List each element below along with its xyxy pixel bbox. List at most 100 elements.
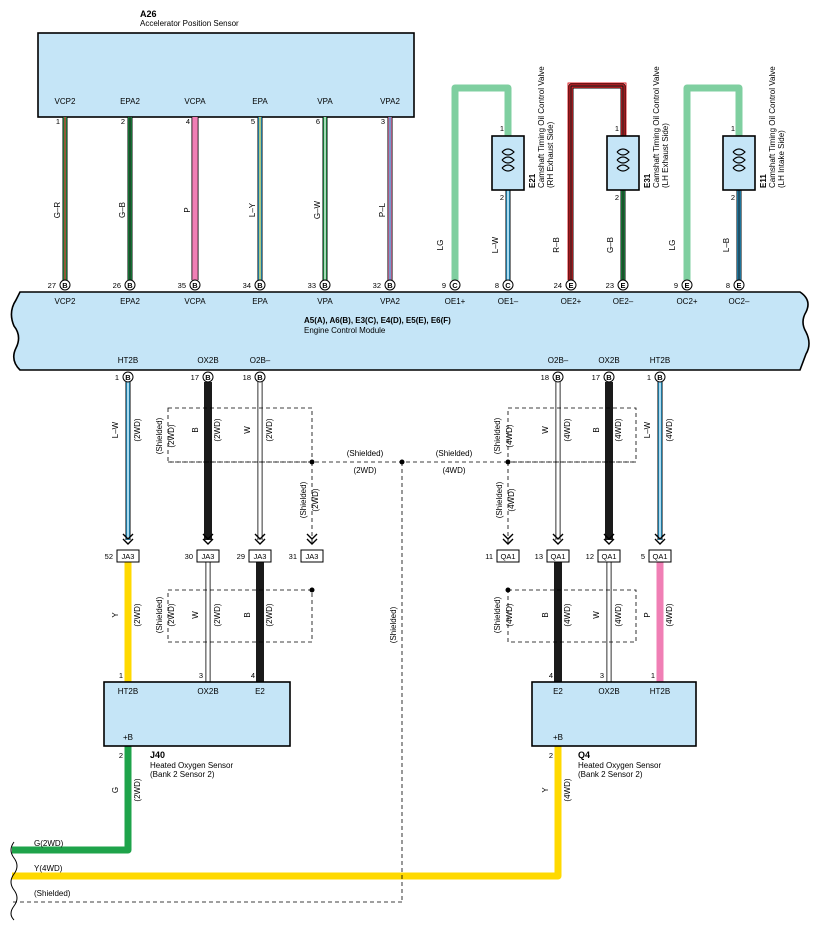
connector-chevron-icon xyxy=(306,533,318,545)
lower-left-note: (2WD) xyxy=(213,603,222,626)
ja3-pin: 29 xyxy=(237,552,245,561)
ecm-pin-oc2p xyxy=(681,279,693,291)
valve-pin2: 2 xyxy=(731,193,735,202)
upper-right-note: (4WD) xyxy=(665,418,674,441)
heated-oxygen-sensor-q4: Q4 Heated Oxygen Sensor (Bank 2 Sensor 2… xyxy=(531,681,697,779)
a26-box xyxy=(37,32,415,118)
ecm-terminal-label: OC2+ xyxy=(676,297,697,306)
ecm-bottom-label: OX2B xyxy=(598,356,619,365)
upper-right-wire-label: L–W xyxy=(643,421,652,438)
a26-terminal-epa2: EPA2 xyxy=(120,97,140,106)
ecm-pin-vpa2 xyxy=(384,279,396,291)
lower-right-note: (4WD) xyxy=(614,603,623,626)
valve-name: Camshaft Timing Oil Control Valve xyxy=(537,66,546,188)
ecm-pin-vpa-letter: B xyxy=(322,281,328,290)
ecm-pin-oe2p-letter: E xyxy=(568,281,573,290)
upper-left-wire-label: B xyxy=(191,427,200,432)
connector-chevron-icon xyxy=(552,533,564,545)
wire-label-vpa: G–W xyxy=(313,200,322,219)
ecm-pin-oe1m-letter: C xyxy=(505,281,511,290)
ecm-bottom-pin-2-letter: B xyxy=(257,373,263,382)
harness-break xyxy=(10,841,18,921)
wire-feed-g xyxy=(12,746,132,854)
shield-bus-left-text: (Shielded) xyxy=(347,449,384,458)
wire-valve-in-2 xyxy=(683,84,743,280)
valve-side: (LH Exhaust Side) xyxy=(661,123,670,188)
ecm-pin-num: 24 xyxy=(554,281,562,290)
ecm-pin-epa2-letter: B xyxy=(127,281,133,290)
ecm-pin-vcp2-letter: B xyxy=(62,281,68,290)
ecm-terminal-label: OE1+ xyxy=(445,297,466,306)
a26-pin-5: 5 xyxy=(251,117,255,126)
ecm-bottom-label: O2B– xyxy=(250,356,271,365)
ecm-pin-num: 9 xyxy=(442,281,446,290)
ecm-terminal-label: VCPA xyxy=(184,297,206,306)
q4-feed-wire-label: Y xyxy=(541,787,550,793)
valve-pin1: 1 xyxy=(615,124,619,133)
shield-junction-right-lower xyxy=(505,587,511,593)
upper-left-wire-label: W xyxy=(243,426,252,434)
wire-label-vpa2: P–L xyxy=(378,202,387,217)
coil-icon xyxy=(732,148,746,172)
wire-label-epa2: G–B xyxy=(118,202,127,218)
shield-lower-right-text: (Shielded) xyxy=(493,596,502,633)
ecm-pin-vcpa xyxy=(189,279,201,291)
lower-right-note: (4WD) xyxy=(563,603,572,626)
q4-name: Heated Oxygen Sensor xyxy=(578,761,661,770)
ecm-terminal-label: EPA2 xyxy=(120,297,140,306)
j40-pin: 4 xyxy=(251,671,255,680)
valve-e21-id: E21 xyxy=(528,173,537,188)
qa1-connector xyxy=(496,549,520,563)
shield-junction-left xyxy=(309,459,315,465)
q4-power-label: +B xyxy=(553,733,563,742)
coil-icon xyxy=(501,148,515,172)
q4-feed-note: (4WD) xyxy=(563,778,572,801)
ecm-pin-oe2p xyxy=(565,279,577,291)
ecm-pin-num: 35 xyxy=(178,281,186,290)
ecm-bottom-pin-num: 17 xyxy=(592,373,600,382)
shield-mid-right-text: (Shielded) xyxy=(495,481,504,518)
upper-right-wire-label: B xyxy=(592,427,601,432)
ecm-pin-epa xyxy=(254,279,266,291)
ecm-pin-num: 8 xyxy=(726,281,730,290)
ecm-bottom-pin-1 xyxy=(202,371,214,383)
j40-pin: 1 xyxy=(119,671,123,680)
ecm-pin-epa-letter: B xyxy=(257,281,263,290)
shield-lower-right-note: (4WD) xyxy=(505,603,514,626)
wire-valve-in-1-stripe xyxy=(570,85,624,280)
shield-mid-left-note: (2WD) xyxy=(311,488,320,511)
valve-side: (LH Intake Side) xyxy=(777,130,786,188)
ecm-bottom-pin-4 xyxy=(603,371,615,383)
ja3-connector xyxy=(248,549,272,563)
valve-name: Camshaft Timing Oil Control Valve xyxy=(768,66,777,188)
wire-label-out: L–W xyxy=(491,236,500,253)
ecm-bottom-label: HT2B xyxy=(118,356,138,365)
ecm-bottom-pin-3-letter: B xyxy=(555,373,561,382)
qa1-pin: 13 xyxy=(535,552,543,561)
wire-label-out: G–B xyxy=(606,237,615,253)
lower-left-wire-label: B xyxy=(243,612,252,617)
qa1-label: QA1 xyxy=(601,552,616,561)
j40-feed-wire-label: G xyxy=(111,787,120,793)
a26-pin-3: 3 xyxy=(381,117,385,126)
ecm-bottom-pin-4-letter: B xyxy=(606,373,612,382)
ja3-label: JA3 xyxy=(306,552,319,561)
ecm-bottom-pin-num: 1 xyxy=(115,373,119,382)
shield-bus-right-text: (Shielded) xyxy=(436,449,473,458)
ecm-terminal-label: VPA2 xyxy=(380,297,400,306)
ecm-pin-oe1m xyxy=(502,279,514,291)
ja3-pin: 31 xyxy=(289,552,297,561)
shield-junction-center xyxy=(399,459,405,465)
ecm-bottom-label: OX2B xyxy=(197,356,218,365)
connector-chevron-icon xyxy=(502,533,514,545)
wire-label-in: R–B xyxy=(552,237,561,253)
a26-pin-6: 6 xyxy=(316,117,320,126)
valve-e31-id: E31 xyxy=(643,173,652,188)
ecm-bottom-label: O2B– xyxy=(548,356,569,365)
shield-lower-left-text: (Shielded) xyxy=(155,596,164,633)
feed-g-label: G(2WD) xyxy=(34,839,64,848)
valve-name: Camshaft Timing Oil Control Valve xyxy=(652,66,661,188)
ecm-pin-num: 32 xyxy=(373,281,381,290)
lower-right-wire-label: W xyxy=(592,611,601,619)
a26-terminal-vpa2: VPA2 xyxy=(380,97,400,106)
